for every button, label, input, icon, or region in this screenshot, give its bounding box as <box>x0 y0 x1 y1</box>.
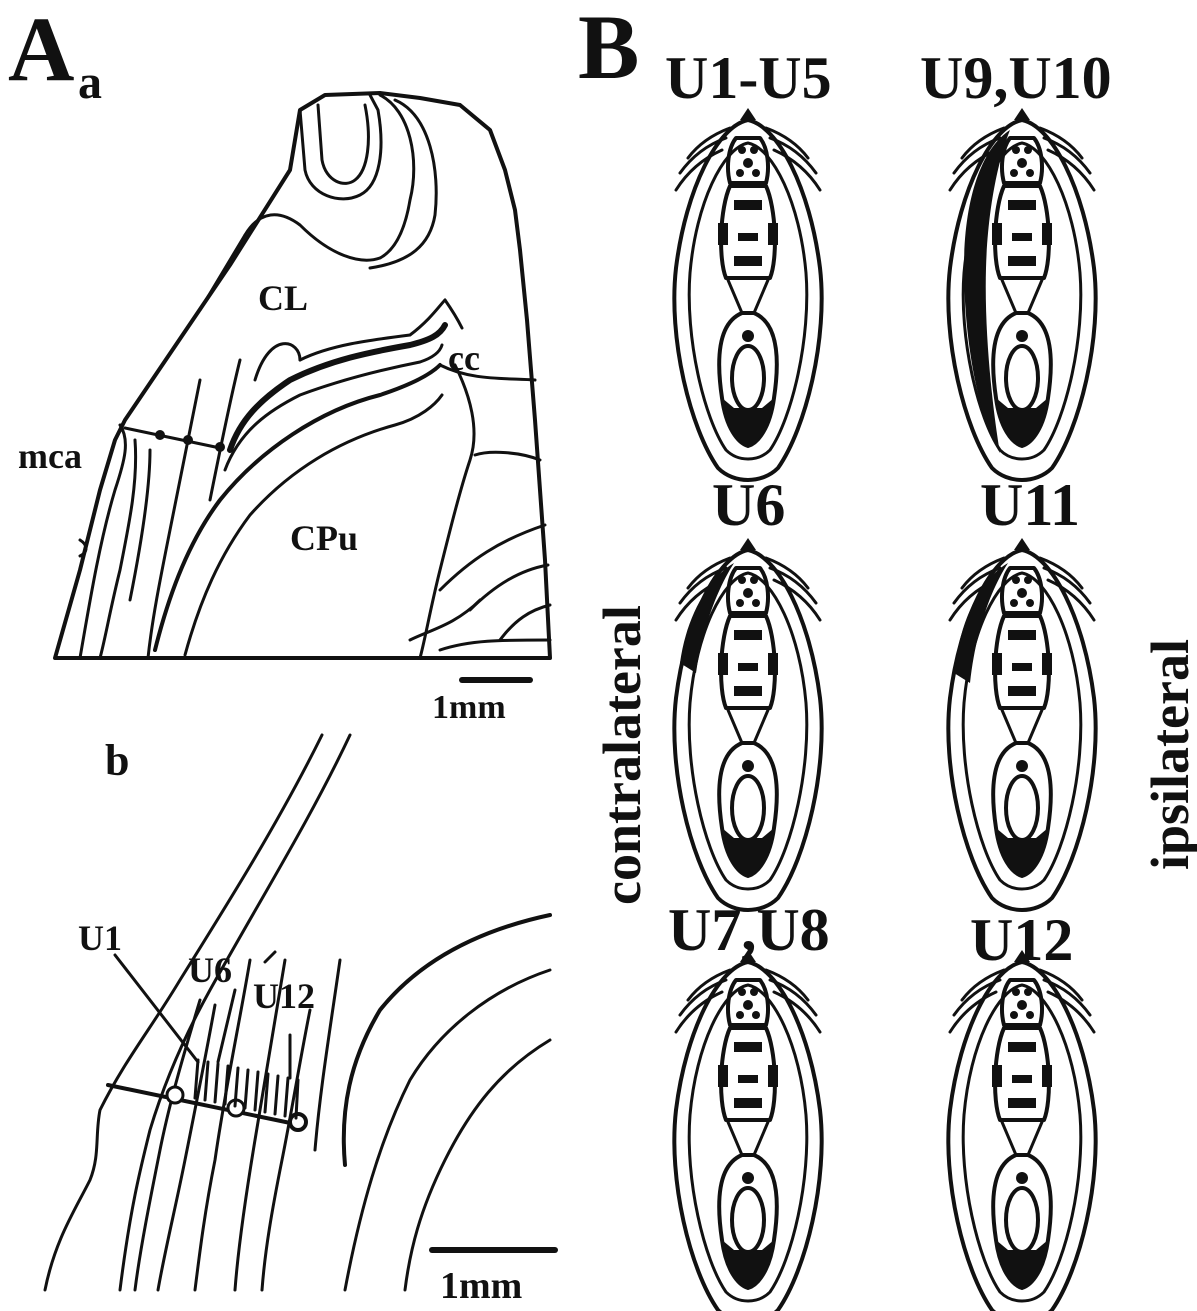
electrode-label-u1: U1 <box>78 918 122 958</box>
label-cpu: CPu <box>290 518 358 558</box>
panel-a-letter: A <box>8 0 74 100</box>
side-label-contralateral: contralateral <box>592 605 652 905</box>
rat-title-u1-u5: U1-U5 <box>665 45 832 111</box>
electrode-label-u12: U12 <box>253 976 315 1016</box>
electrode-label-u6: U6 <box>188 950 232 990</box>
scale-bar-b-label: 1mm <box>440 1265 522 1307</box>
label-mca: mca <box>18 436 82 476</box>
label-cc: cc <box>448 338 480 378</box>
side-label-ipsilateral: ipsilateral <box>1140 639 1197 870</box>
rat-map-u1-u5 <box>674 108 821 480</box>
rat-map-u12 <box>948 950 1095 1311</box>
panel-a-sub-b: b <box>105 736 129 785</box>
panel-a-sub-a: a <box>78 56 102 109</box>
rat-map-u7-u8 <box>674 950 821 1311</box>
rat-map-u11 <box>948 538 1095 910</box>
scale-bar-a-label: 1mm <box>432 689 506 726</box>
label-cl: CL <box>258 278 308 318</box>
panel-b-letter: B <box>578 0 639 98</box>
rat-map-u6 <box>674 538 821 910</box>
rat-map-u9-u10 <box>948 108 1095 480</box>
rat-title-u11: U11 <box>980 472 1080 538</box>
rat-title-u9-u10: U9,U10 <box>920 45 1112 111</box>
